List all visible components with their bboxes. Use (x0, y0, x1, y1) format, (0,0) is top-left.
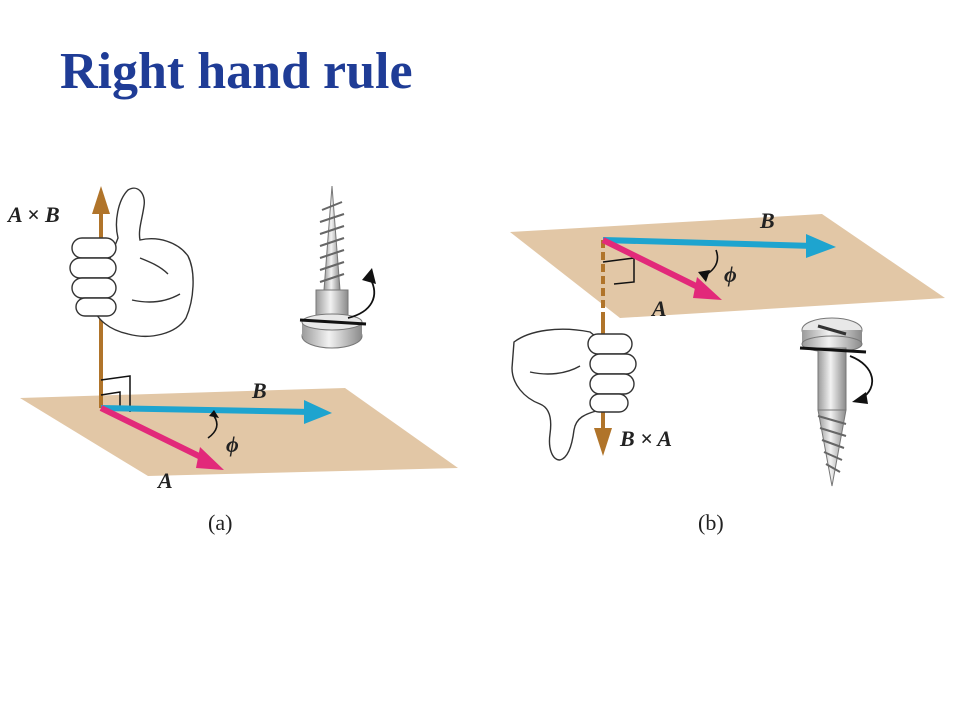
panel-b: B A ϕ B × A (b) (510, 208, 945, 535)
angle-arc-arrowhead-b (698, 270, 710, 282)
right-angle-marker-a (100, 375, 131, 412)
vector-b-label-a: B (251, 378, 267, 403)
cross-product-label-a: A × B (6, 202, 60, 227)
vector-a-label-a: A (156, 468, 173, 493)
vector-b-label-b: B (759, 208, 775, 233)
caption-a: (a) (208, 510, 232, 535)
right-hand-thumbs-up (69, 187, 194, 337)
angle-arc-a (207, 415, 218, 439)
right-hand-thumbs-down (511, 328, 637, 461)
vector-b-arrow-b (602, 237, 815, 249)
angle-label-b: ϕ (724, 262, 737, 287)
screw-pointing-up (299, 185, 376, 349)
vector-b-arrowhead-a (304, 400, 332, 424)
plane-a (20, 388, 458, 476)
vector-b-arrowhead-b (806, 234, 836, 258)
angle-label-a: ϕ (226, 432, 239, 457)
cross-product-arrowhead-b (594, 428, 612, 456)
vector-a-label-b: A (650, 296, 667, 321)
vector-b-arrow-a (100, 405, 313, 415)
right-angle-marker-b (602, 257, 635, 285)
vector-a-arrowhead-b (693, 277, 722, 300)
slide-title: Right hand rule (60, 43, 413, 100)
cross-product-label-b: B × A (619, 426, 672, 451)
vector-a-arrow-b (601, 237, 706, 293)
angle-arc-arrowhead-a (209, 410, 219, 418)
caption-b: (b) (698, 510, 724, 535)
vector-a-arrowhead-a (196, 447, 224, 470)
panel-a: A × B B A ϕ (a) (6, 185, 458, 535)
cross-product-arrowhead-a (92, 186, 110, 214)
screw-pointing-down (799, 317, 874, 487)
vector-a-arrow-a (99, 405, 209, 463)
